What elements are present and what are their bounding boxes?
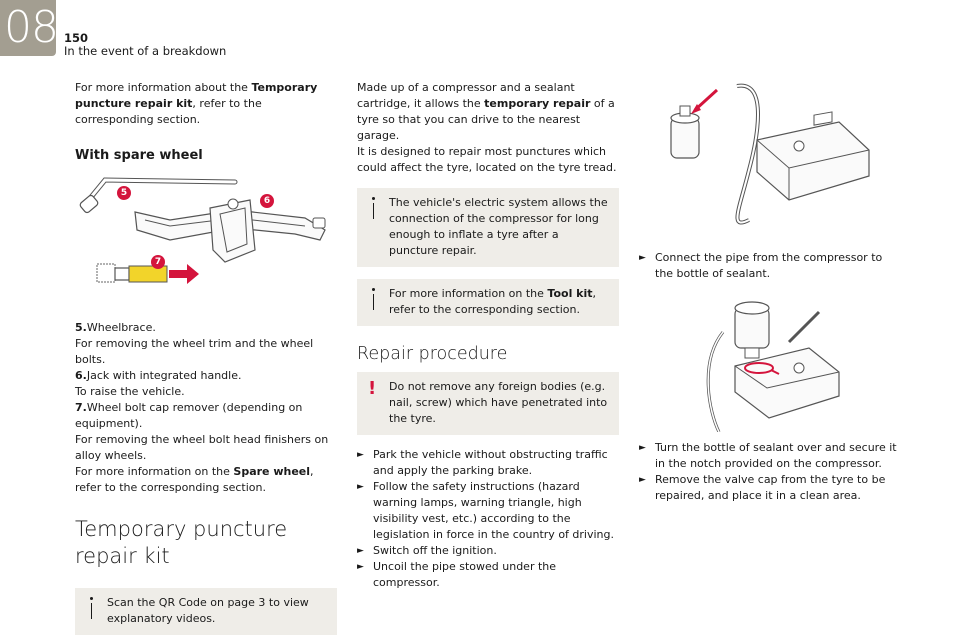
section-title: In the event of a breakdown [64,44,227,58]
procedure-steps-continued: ►Turn the bottle of sealant over and sec… [639,440,901,504]
list-item: ►Switch off the ignition. [357,544,497,557]
sealant-drawing [706,301,840,433]
connect-step: ►Connect the pipe from the compressor to… [639,250,901,282]
heading-repair-procedure: Repair procedure [357,344,508,364]
info-icon [371,197,377,219]
column-1: For more information about the Temporary… [75,80,337,635]
arrow-icon: ► [357,482,364,492]
procedure-steps: ►Park the vehicle without obstructing tr… [357,447,619,591]
list-item: ►Connect the pipe from the compressor to… [639,251,883,280]
info-icon [89,597,95,619]
arrow-icon: ► [357,562,364,572]
tool-list: 5.Wheelbrace. For removing the wheel tri… [75,320,337,496]
list-item: ►Turn the bottle of sealant over and sec… [639,441,897,470]
kit-description: Made up of a compressor and a sealant ca… [357,81,615,142]
callout-5: 5 [117,186,131,200]
heading-puncture-repair-kit: Temporary puncture repair kit [75,517,288,568]
spare-wheel-reference: For more information on the Spare wheel,… [75,465,314,494]
heading-spare-wheel: With spare wheel [75,148,203,163]
intro-paragraph: For more information about the Temporary… [75,81,318,126]
info-icon [371,288,377,310]
list-item: 7.Wheel bolt cap remover (depending on e… [75,401,303,430]
info-note-tool-kit: For more information on the Tool kit, re… [357,279,619,326]
sealant-bottle-illustration [639,292,901,433]
list-item: 5.Wheelbrace. [75,321,156,334]
list-item-desc: For removing the wheel bolt head finishe… [75,433,329,462]
arrow-icon: ► [357,546,364,556]
list-item-desc: For removing the wheel trim and the whee… [75,337,314,366]
callout-7: 7 [151,255,165,269]
arrow-icon: ► [639,475,646,485]
page-number: 150 [64,31,89,45]
tools-drawing [79,177,326,284]
arrow-icon: ► [357,450,364,460]
callout-6: 6 [260,194,274,208]
list-item: ►Uncoil the pipe stowed under the compre… [357,560,557,589]
compressor-pipe-illustration [639,80,901,240]
column-3: ►Connect the pipe from the compressor to… [639,80,901,504]
list-item: ►Remove the valve cap from the tyre to b… [639,473,886,502]
warning-note: ! Do not remove any foreign bodies (e.g.… [357,372,619,435]
chapter-tab: 08 [0,0,59,56]
kit-purpose: It is designed to repair most punctures … [357,145,617,174]
list-item: ►Follow the safety instructions (hazard … [357,480,614,541]
list-item-desc: To raise the vehicle. [75,385,185,398]
list-item: 6.Jack with integrated handle. [75,369,242,382]
list-item: ►Park the vehicle without obstructing tr… [357,448,608,477]
spare-wheel-tools-illustration: 5 6 7 [75,170,337,290]
warning-icon: ! [368,378,377,399]
info-note-electric: The vehicle's electric system allows the… [357,188,619,267]
info-note-qr: Scan the QR Code on page 3 to view expla… [75,588,337,635]
arrow-icon: ► [639,443,646,453]
column-2: Made up of a compressor and a sealant ca… [357,80,619,591]
compressor-drawing [670,83,870,225]
arrow-icon: ► [639,253,646,263]
chapter-number: 08 [4,2,59,53]
